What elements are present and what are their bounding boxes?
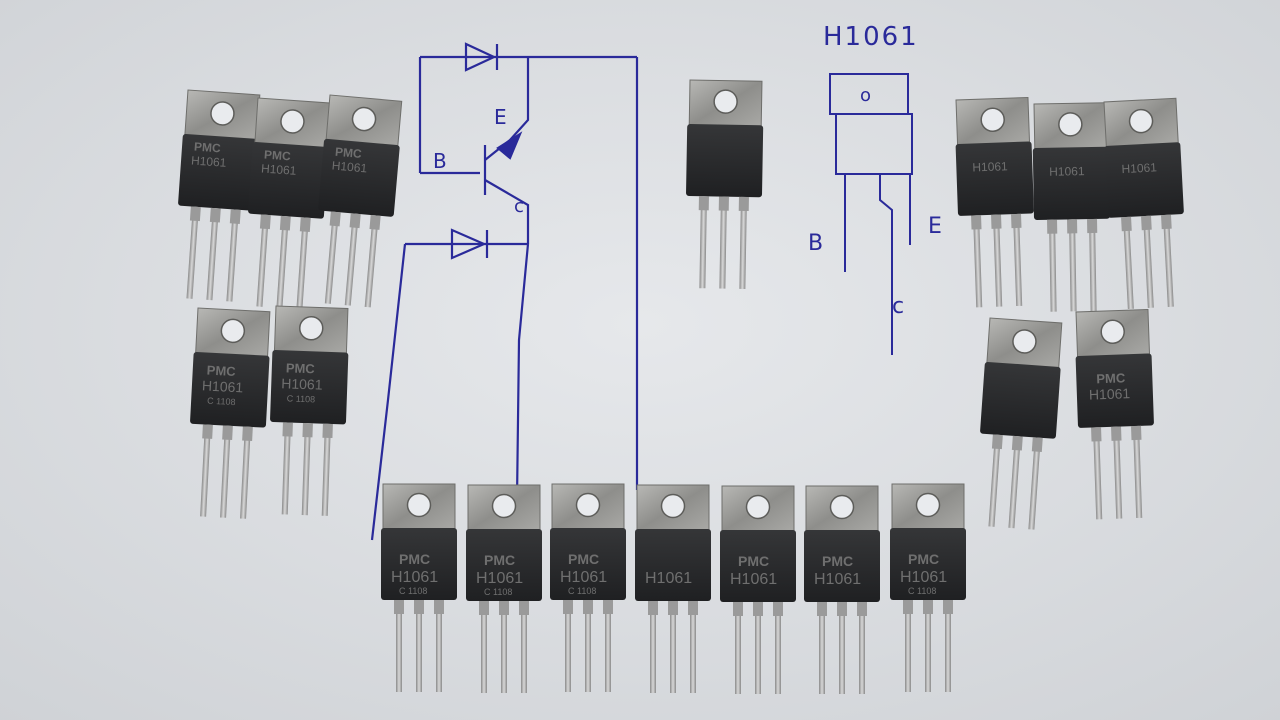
part-marking: H1061 [1089,385,1131,402]
brand-marking: PMC [399,551,430,567]
transistor: PMC H1061 C 1108 [549,483,627,693]
transistor: PMC H1061 C 1108 [380,483,458,693]
brand-marking: PMC [264,148,292,164]
transistor: PMC H1061 [240,97,333,312]
pinout-title: H1061 [823,22,919,52]
part-marking: H1061 [281,375,323,392]
part-marking: H1061 [972,159,1008,174]
brand-marking: PMC [194,140,222,156]
pinout-label-base: B [808,231,823,256]
part-marking: H1061 [191,153,228,169]
brand-marking: PMC [822,553,853,569]
transistor: H1061 [953,96,1038,309]
diagram-label-collector: c [514,196,524,217]
code-marking: C 1108 [568,586,596,596]
code-marking: C 1108 [207,396,236,407]
part-marking: H1061 [1121,160,1157,176]
brand-marking: PMC [568,551,599,567]
brand-marking: PMC [334,145,362,161]
part-marking: H1061 [560,569,607,586]
brand-marking: PMC [1096,370,1126,386]
code-marking: C 1108 [484,587,512,597]
pinout-tab-marking: o [860,85,871,106]
brand-marking: PMC [286,360,316,376]
part-marking: H1061 [1049,164,1085,179]
brand-marking: PMC [206,363,236,380]
transistor: H1061 [1031,101,1113,313]
part-marking: H1061 [476,570,523,587]
part-marking: H1061 [814,571,861,588]
transistor: PMC H1061 C 1108 [184,307,273,521]
pinout-label-emitter: E [928,214,942,239]
transistor: PMC H1061 [719,485,797,695]
diagram-label-emitter: E [494,105,507,129]
transistor: H1061 [1101,97,1190,311]
transistor: PMC H1061 [309,94,405,310]
brand-marking: PMC [908,551,939,567]
code-marking: C 1108 [399,586,427,596]
part-marking: H1061 [261,161,298,177]
transistor: PMC H1061 C 1108 [889,483,967,693]
part-marking: H1061 [202,377,244,395]
part-marking: H1061 [730,571,777,588]
part-marking: H1061 [391,569,438,586]
pinout-label-collector: c [892,294,904,319]
transistor: H1061 [634,484,712,694]
code-marking: C 1108 [908,586,936,596]
pinout-sketch [829,73,913,355]
part-marking: H1061 [645,570,692,587]
brand-marking: PMC [738,553,769,569]
circuit-diagram [370,42,639,541]
transistor: PMC H1061 [170,89,263,304]
transistor: PMC H1061 [1073,308,1158,521]
brand-marking: PMC [484,552,515,568]
diagram-label-base: B [433,149,447,173]
part-marking: H1061 [331,158,368,175]
transistor: PMC H1061 [803,485,881,695]
part-marking: H1061 [900,569,947,586]
transistor: PMC H1061 C 1108 [265,305,351,518]
transistor: PMC H1061 C 1108 [465,484,543,694]
code-marking: C 1108 [287,393,316,404]
